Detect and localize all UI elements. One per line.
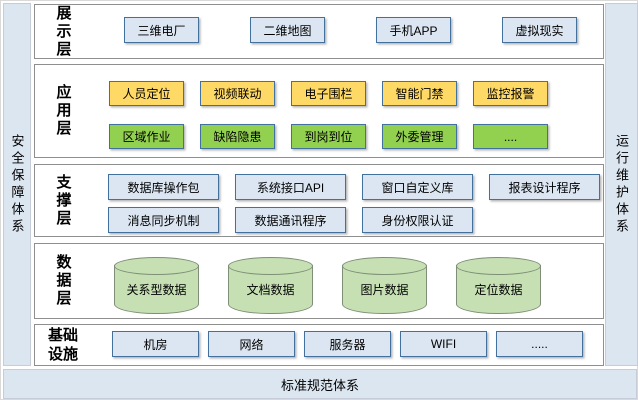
infrastructure-box-row: 机房 网络 服务器 WIFI ..... (112, 331, 603, 357)
diagram-box: 监控报警 (473, 81, 548, 106)
cylinder-top (228, 257, 313, 275)
database-cylinder: 图片数据 (342, 257, 427, 315)
layer-presentation: 展示层 三维电厂 二维地图 手机APP 虚拟现实 (34, 4, 604, 59)
diagram-box: 三维电厂 (124, 17, 199, 43)
diagram-box: 电子围栏 (291, 81, 366, 106)
pillar-operations: 运行维护体系 (605, 3, 638, 366)
diagram-box: 视频联动 (200, 81, 275, 106)
data-cylinder-row: 关系型数据 文档数据 图片数据 定位数据 (114, 257, 603, 315)
database-cylinder: 文档数据 (228, 257, 313, 315)
diagram-box: 数据通讯程序 (235, 207, 346, 233)
diagram-box: 手机APP (376, 17, 451, 43)
diagram-box: 系统接口API (235, 174, 346, 200)
diagram-box: 窗口自定义库 (362, 174, 473, 200)
diagram-box: 缺陷隐患 (200, 124, 275, 149)
diagram-box: 人员定位 (109, 81, 184, 106)
diagram-box: 报表设计程序 (489, 174, 600, 200)
cylinder-top (342, 257, 427, 275)
pillar-security-label: 安全保障体系 (9, 133, 25, 236)
cylinder-top (114, 257, 199, 275)
layer-data: 数据层 关系型数据 文档数据 图片数据 定位数据 (34, 243, 604, 319)
diagram-box: 身份权限认证 (362, 207, 473, 233)
database-cylinder: 关系型数据 (114, 257, 199, 315)
layer-data-label: 数据层 (54, 254, 72, 308)
diagram-box: 消息同步机制 (108, 207, 219, 233)
pillar-operations-label: 运行维护体系 (614, 133, 629, 236)
layer-infrastructure: 基础设施 机房 网络 服务器 WIFI ..... (34, 324, 604, 366)
support-box-row-2: 消息同步机制 数据通讯程序 身份权限认证 (108, 207, 603, 233)
presentation-box-row: 三维电厂 二维地图 手机APP 虚拟现实 (124, 17, 577, 43)
layer-presentation-label: 展示层 (54, 4, 72, 59)
application-box-row-1: 人员定位 视频联动 电子围栏 智能门禁 监控报警 (109, 81, 603, 106)
diagram-box: 智能门禁 (382, 81, 457, 106)
cylinder-top (456, 257, 541, 275)
layer-application-label: 应用层 (54, 84, 72, 138)
layer-infrastructure-label: 基础设施 (47, 327, 78, 363)
layer-application: 应用层 人员定位 视频联动 电子围栏 智能门禁 监控报警 区域作业 缺陷隐患 到… (34, 64, 604, 158)
diagram-box: 区域作业 (109, 124, 184, 149)
layer-support-label: 支撑层 (54, 173, 72, 228)
diagram-box: WIFI (400, 331, 487, 357)
diagram-box: 数据库操作包 (108, 174, 219, 200)
diagram-box: 到岗到位 (291, 124, 366, 149)
diagram-box: 服务器 (304, 331, 391, 357)
support-box-row-1: 数据库操作包 系统接口API 窗口自定义库 报表设计程序 (108, 174, 603, 200)
diagram-box: 机房 (112, 331, 199, 357)
pillar-standards-label: 标准规范体系 (280, 377, 359, 393)
database-cylinder: 定位数据 (456, 257, 541, 315)
diagram-box: 网络 (208, 331, 295, 357)
diagram-box: 外委管理 (382, 124, 457, 149)
pillar-standards: 标准规范体系 (3, 369, 637, 399)
diagram-box: 虚拟现实 (502, 17, 577, 43)
diagram-box: .... (473, 124, 548, 149)
diagram-box: ..... (496, 331, 583, 357)
pillar-security: 安全保障体系 (3, 3, 31, 366)
layer-support: 支撑层 数据库操作包 系统接口API 窗口自定义库 报表设计程序 消息同步机制 … (34, 164, 604, 237)
application-box-row-2: 区域作业 缺陷隐患 到岗到位 外委管理 .... (109, 124, 603, 149)
diagram-box: 二维地图 (250, 17, 325, 43)
